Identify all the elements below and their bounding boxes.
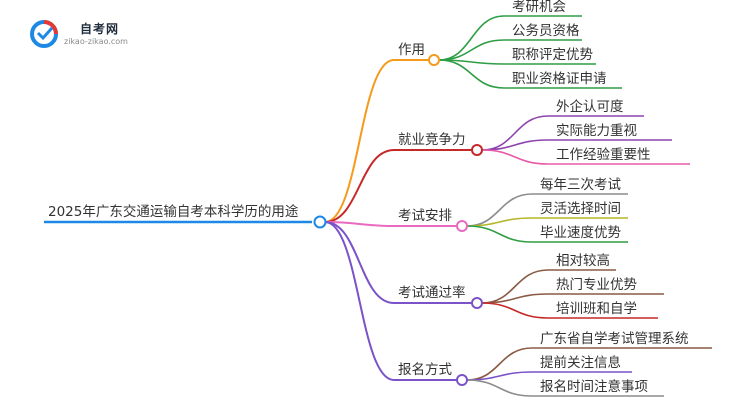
- child-label: 毕业速度优势: [540, 225, 621, 241]
- branch-label: 考试通过率: [398, 284, 466, 301]
- branch-node-dot[interactable]: [428, 54, 440, 66]
- child-label: 报名时间注意事项: [540, 378, 648, 395]
- site-logo[interactable]: 自考网 zikao-zikao.com: [30, 18, 140, 52]
- child-link: [466, 225, 533, 243]
- branch-link: [324, 221, 395, 381]
- child-link: [466, 379, 533, 397]
- child-link: [438, 59, 505, 89]
- logo-url: zikao-zikao.com: [64, 37, 128, 46]
- branch-label: 作用: [398, 42, 425, 58]
- child-label: 工作经验重要性: [556, 147, 651, 163]
- logo-mark-icon: [30, 20, 58, 48]
- child-label: 职业资格证申请: [512, 71, 607, 87]
- child-label: 实际能力重视: [556, 123, 637, 139]
- branch-link: [324, 221, 395, 304]
- child-label: 广东省自学考试管理系统: [540, 331, 689, 347]
- child-link: [438, 15, 505, 61]
- branch-label: 报名方式: [398, 362, 452, 378]
- root-node-label: 2025年广东交通运输自考本科学历的用途: [48, 203, 299, 220]
- child-label: 热门专业优势: [556, 277, 637, 293]
- mind-map-nodes: 2025年广东交通运输自考本科学历的用途 作用 考研机会公务员资格职称评定优势职业资…: [44, 0, 712, 397]
- logo-name: 自考网: [80, 22, 120, 36]
- child-label: 每年三次考试: [540, 177, 621, 193]
- child-label: 外企认可度: [556, 98, 624, 115]
- child-label: 职称评定优势: [512, 47, 593, 63]
- branch-label: 考试安排: [398, 208, 452, 224]
- child-label: 考研机会: [512, 0, 566, 15]
- child-link: [438, 39, 505, 61]
- child-label: 提前关注信息: [540, 354, 621, 371]
- branch-label: 就业竞争力: [398, 131, 466, 148]
- branch-link: [324, 59, 395, 223]
- branch-link: [324, 221, 395, 227]
- branch-link: [324, 149, 395, 223]
- branch-node-dot[interactable]: [471, 297, 483, 309]
- child-link: [481, 302, 549, 319]
- branch-node-dot[interactable]: [471, 144, 483, 156]
- child-link: [481, 149, 549, 165]
- child-label: 培训班和自学: [556, 301, 637, 317]
- branch-node-dot[interactable]: [456, 374, 468, 386]
- root-node-dot[interactable]: [313, 215, 327, 229]
- mind-map-links: [324, 15, 549, 397]
- child-label: 灵活选择时间: [540, 201, 621, 217]
- child-label: 公务员资格: [512, 23, 580, 39]
- child-label: 相对较高: [556, 252, 610, 269]
- branch-node-dot[interactable]: [456, 220, 468, 232]
